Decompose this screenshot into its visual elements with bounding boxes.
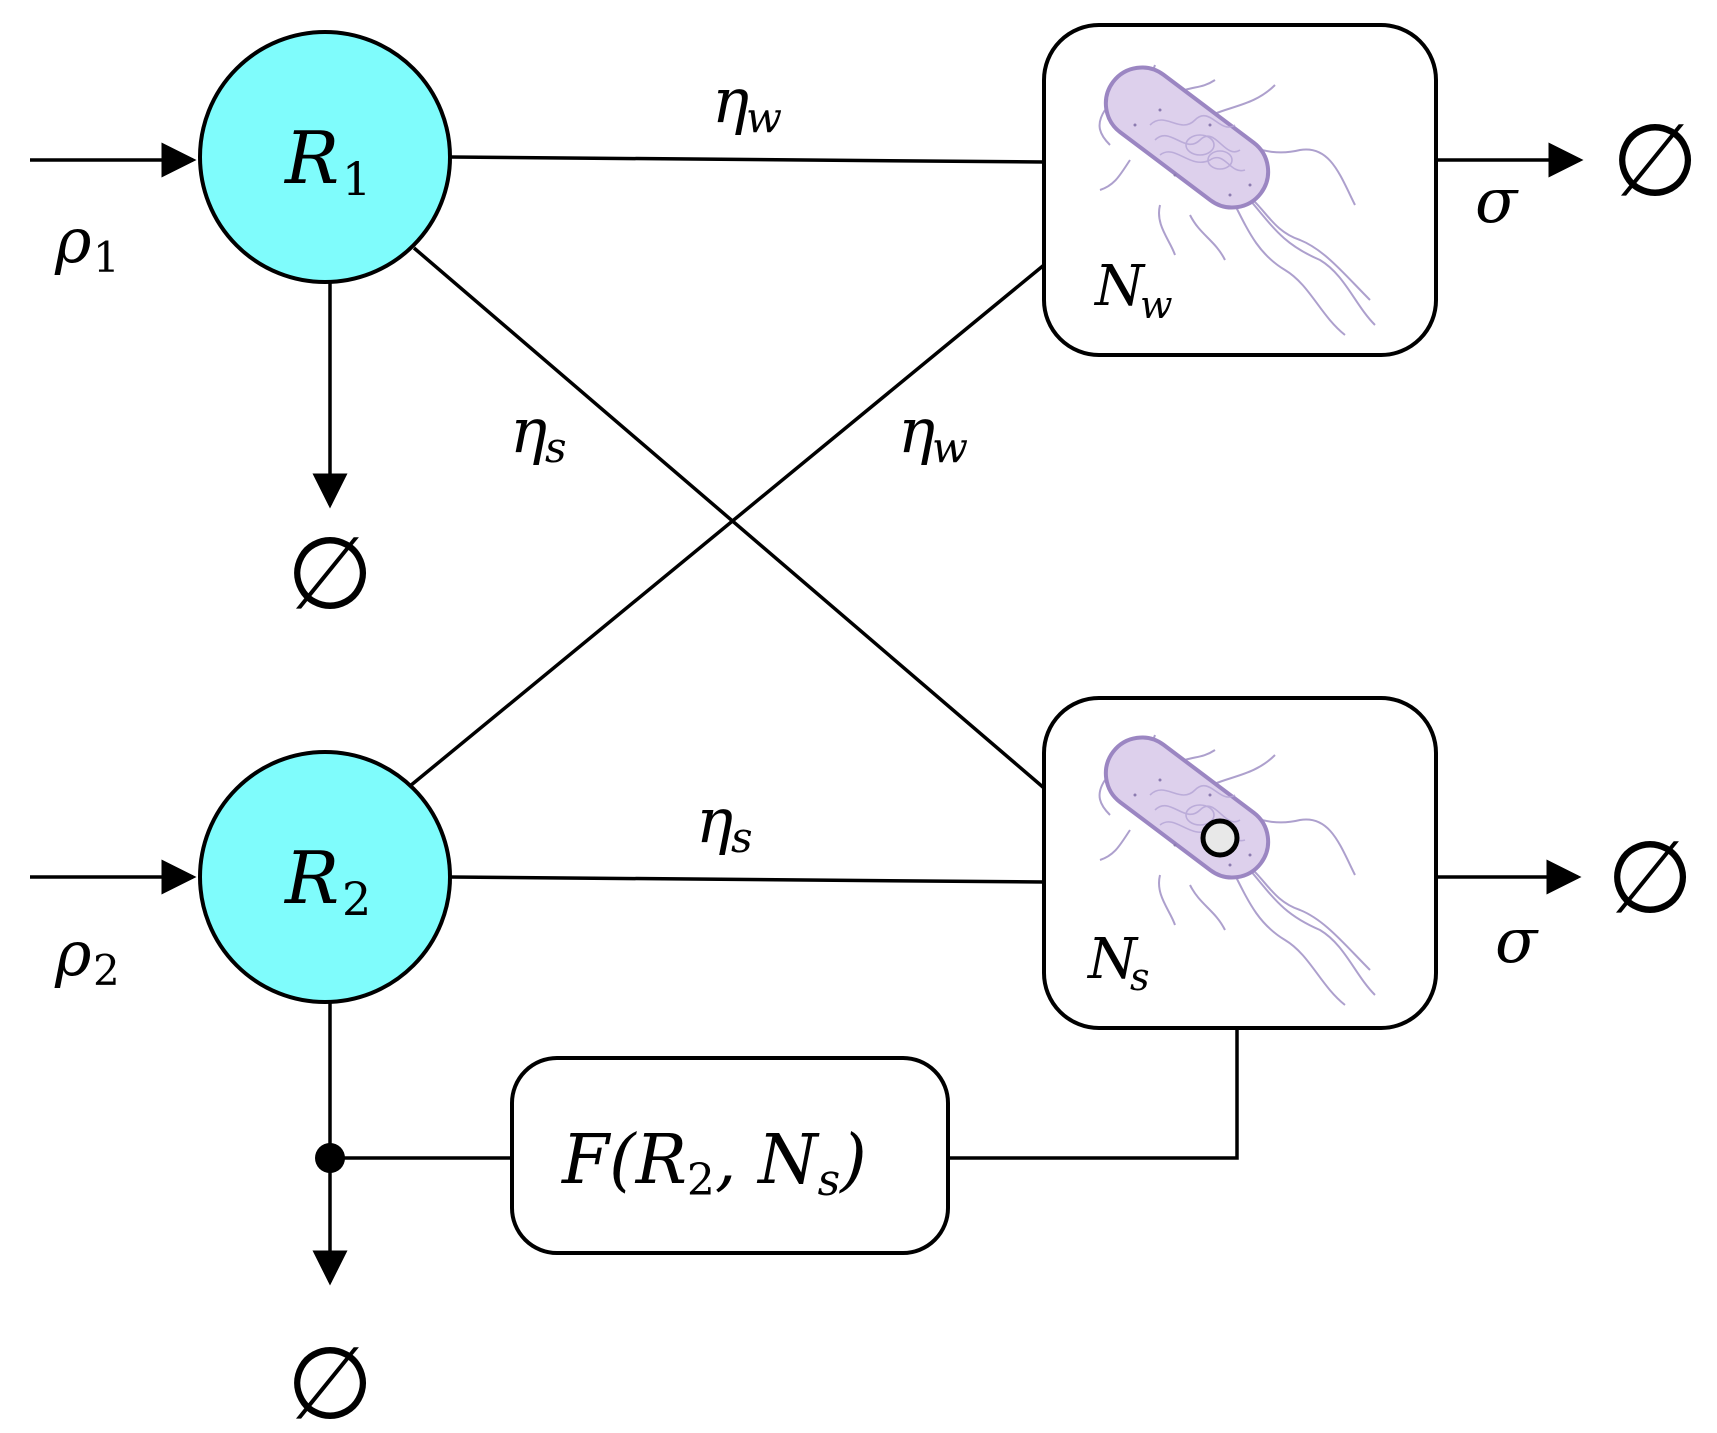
sink-nw: ∅ [1611, 102, 1698, 219]
node-ns-sub: s [1130, 955, 1150, 999]
label-eta-r1-ns-symbol: η [510, 394, 547, 467]
feedback-label-mid: , N [715, 1121, 820, 1200]
node-feedback-box [510, 1056, 950, 1255]
edge-r1-nw [449, 155, 1045, 164]
node-r2: R 2 [198, 750, 452, 1004]
label-rho1-symbol: ρ [54, 204, 91, 277]
label-eta-r2-nw: η w [898, 394, 968, 472]
node-r2-symbol: R [283, 836, 339, 920]
edge-r2-nw [408, 263, 1046, 788]
label-eta-r1-nw-sub: w [746, 93, 782, 142]
node-feedback: F(R2, Ns) [510, 1056, 950, 1255]
feedback-label-sub2: s [818, 1155, 841, 1206]
label-rho2-symbol: ρ [54, 917, 91, 990]
label-eta-r2-ns-sub: s [731, 813, 753, 862]
feedback-label-close: ) [838, 1121, 867, 1200]
label-rho1-sub: 1 [93, 233, 120, 282]
edge-r1-ns [412, 246, 1046, 790]
node-r1-circle [198, 30, 452, 284]
node-nw-sub: w [1140, 283, 1173, 327]
label-eta-r2-nw-symbol: η [898, 394, 935, 467]
feedback-label-sub1: 2 [687, 1155, 715, 1206]
feedback-label-fr: F(R [560, 1121, 687, 1200]
node-r2-circle [198, 750, 452, 1004]
sink-r2: ∅ [286, 1325, 373, 1433]
spore-icon [1200, 818, 1240, 858]
label-eta-r1-nw: η w [712, 64, 782, 142]
label-eta-r1-ns: η s [510, 394, 567, 472]
node-ns-symbol: N [1086, 927, 1139, 992]
node-feedback-label: F(R2, Ns) [560, 1121, 867, 1206]
node-nw-symbol: N [1093, 254, 1146, 319]
node-r1: R 1 [198, 30, 452, 284]
label-sigma-s: σ [1495, 904, 1539, 977]
node-r2-sub: 2 [342, 872, 371, 926]
label-rho2: ρ 2 [54, 917, 120, 995]
label-eta-r2-ns: η s [696, 784, 753, 862]
label-eta-r2-nw-sub: w [932, 423, 968, 472]
node-ns: N s [1042, 696, 1438, 1030]
sink-ns: ∅ [1606, 819, 1693, 936]
label-eta-r1-nw-symbol: η [712, 64, 749, 137]
label-rho2-sub: 2 [93, 946, 120, 995]
node-r1-symbol: R [283, 116, 339, 200]
node-nw: N w [1042, 23, 1438, 357]
edge-r2-ns [449, 875, 1045, 884]
label-eta-r2-ns-symbol: η [696, 784, 733, 857]
node-r1-sub: 1 [342, 152, 371, 206]
label-sigma-w: σ [1475, 164, 1519, 237]
sink-r1: ∅ [286, 515, 373, 632]
label-rho1: ρ 1 [54, 204, 120, 282]
label-eta-r1-ns-sub: s [545, 423, 567, 472]
feedback-line-right [948, 1028, 1239, 1160]
